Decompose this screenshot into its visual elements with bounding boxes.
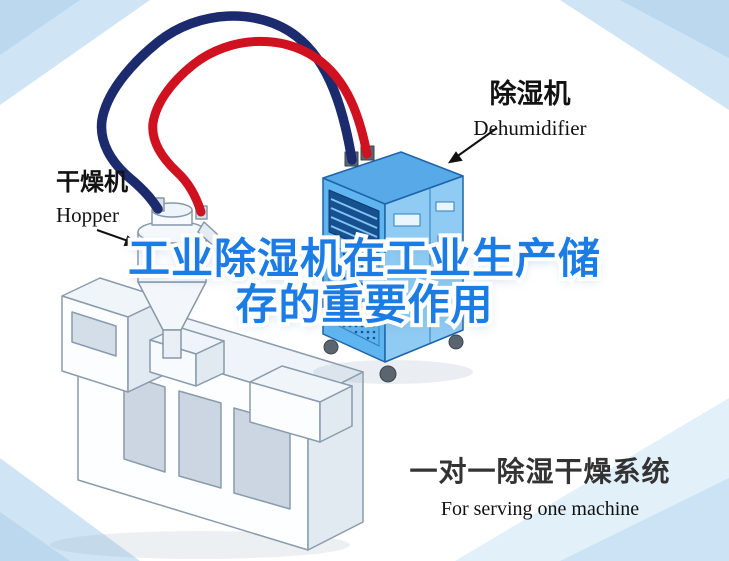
side-panel-details bbox=[393, 189, 455, 343]
side-control-panel bbox=[437, 235, 451, 253]
caster-wheels bbox=[323, 334, 464, 383]
hopper-outlet-tube bbox=[162, 329, 182, 359]
dehumidifier-arrow-head bbox=[447, 151, 463, 164]
corner-facet-bottom-left-inner bbox=[0, 512, 70, 561]
air-hoses bbox=[96, 11, 372, 217]
hopper-label-zh: 干燥机 bbox=[56, 169, 128, 196]
machine-door-panel-2 bbox=[178, 390, 222, 489]
dehumidifier-unit bbox=[313, 145, 473, 384]
hopper-pedestal-side bbox=[195, 340, 225, 387]
system-caption-en: For serving one machine bbox=[440, 498, 640, 520]
louver-slats bbox=[330, 198, 378, 247]
side-sticker-2 bbox=[435, 201, 455, 212]
wheel-left bbox=[323, 339, 339, 355]
supply-air-pipe bbox=[148, 37, 372, 217]
dehumidifier-label-en: Dehumidifier bbox=[473, 116, 587, 140]
intake-grille bbox=[328, 243, 380, 347]
injection-unit-side bbox=[319, 385, 353, 443]
clamp-tower-window bbox=[71, 311, 117, 357]
dehumidifier-label-zh: 除湿机 bbox=[489, 79, 571, 109]
system-caption-zh: 一对一除湿干燥系统 bbox=[409, 456, 671, 487]
hopper-arrow-head bbox=[123, 235, 139, 247]
dehumidifier-label: 除湿机 Dehumidifier bbox=[440, 72, 620, 141]
wheel-front bbox=[379, 365, 397, 383]
machine-door-panel-1 bbox=[123, 373, 166, 473]
corner-facet-bottom-right-inner bbox=[560, 478, 729, 561]
side-sticker-1 bbox=[393, 213, 421, 227]
hopper-label-en: Hopper bbox=[56, 203, 119, 227]
dehumidifier-arrow-line bbox=[451, 127, 498, 161]
hopper-side-loader bbox=[197, 221, 229, 253]
dehumidifier-top-face bbox=[322, 151, 464, 205]
corner-facet-bottom-left bbox=[0, 458, 140, 561]
corner-facet-top-right-inner bbox=[620, 0, 729, 58]
system-caption: 一对一除湿干燥系统 For serving one machine bbox=[392, 450, 688, 521]
corner-facet-top-left-inner bbox=[0, 0, 80, 55]
louver-vent bbox=[328, 189, 380, 254]
hopper-label: 干燥机 Hopper bbox=[56, 162, 128, 228]
wheel-right bbox=[448, 334, 464, 350]
label-arrows bbox=[96, 127, 498, 247]
injection-molding-machine bbox=[50, 277, 364, 559]
